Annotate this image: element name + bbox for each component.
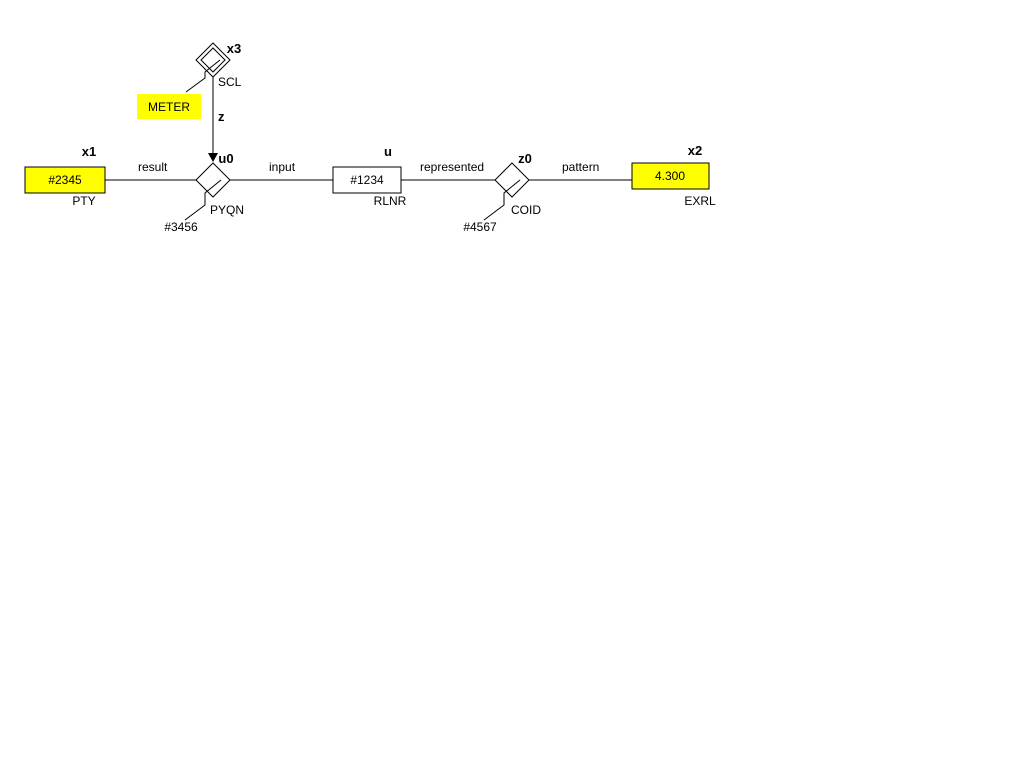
relation-z0[interactable]: [483, 162, 530, 221]
meter-tag-label: METER: [148, 100, 190, 114]
relation-u0-tick: [184, 179, 222, 221]
node-x1-box[interactable]: [24, 166, 106, 194]
node-u-var: u: [384, 144, 392, 159]
node-x1-var: x1: [82, 144, 96, 159]
edge-label-z: z: [218, 109, 225, 124]
node-x3-inner-diamond: [200, 47, 226, 73]
relation-u0[interactable]: [184, 162, 231, 221]
edge-label-represented: represented: [420, 160, 484, 174]
relation-z0-tick: [483, 179, 521, 221]
meter-tag[interactable]: METER: [137, 94, 201, 119]
edge-label-input: input: [269, 160, 296, 174]
relation-u0-diamond[interactable]: [195, 162, 231, 198]
node-x2-type: EXRL: [684, 194, 716, 208]
node-u[interactable]: #1234: [332, 166, 402, 194]
node-x3-var: x3: [227, 41, 241, 56]
relation-u0-id: #3456: [164, 220, 198, 234]
node-x3-tick: [185, 59, 221, 93]
relation-z0-type: COID: [511, 203, 541, 217]
node-x2[interactable]: 4.300: [631, 162, 710, 190]
relation-z0-diamond[interactable]: [494, 162, 530, 198]
node-u-value: #1234: [350, 173, 384, 187]
relation-u0-type: PYQN: [210, 203, 244, 217]
node-x2-var: x2: [688, 143, 702, 158]
node-u-box[interactable]: [332, 166, 402, 194]
node-x1-type: PTY: [72, 194, 95, 208]
node-x3-type: SCL: [218, 75, 242, 89]
relation-u0-var: u0: [218, 151, 233, 166]
node-x2-box[interactable]: [631, 162, 710, 190]
node-u-type: RLNR: [374, 194, 407, 208]
node-x3[interactable]: [185, 42, 231, 93]
relation-z0-id: #4567: [463, 220, 497, 234]
node-x1[interactable]: #2345: [24, 166, 106, 194]
edge-label-pattern: pattern: [562, 160, 599, 174]
edge-label-result: result: [138, 160, 168, 174]
edge-z-arrowhead: [208, 153, 218, 162]
meter-tag-box[interactable]: [137, 94, 201, 119]
node-x2-value: 4.300: [655, 169, 685, 183]
node-x1-value: #2345: [48, 173, 82, 187]
relation-z0-var: z0: [518, 151, 532, 166]
